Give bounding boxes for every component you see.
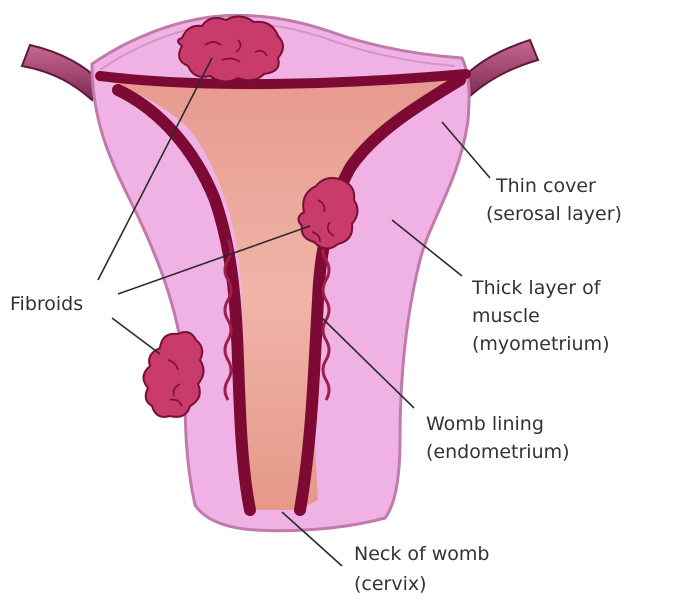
label-serosal-line2: (serosal layer)	[486, 203, 622, 225]
fallopian-tube-left	[22, 45, 100, 100]
label-fibroids: Fibroids	[10, 293, 83, 315]
label-endometrium-line1: Womb lining	[426, 413, 544, 435]
label-cervix-line2: (cervix)	[354, 573, 427, 595]
label-serosal-line1: Thin cover	[495, 175, 596, 197]
label-endometrium-line2: (endometrium)	[426, 441, 570, 463]
fallopian-tube-right	[463, 40, 538, 96]
label-myometrium-line1: Thick layer of	[471, 277, 602, 299]
leader-fibroids-subserosal	[112, 318, 160, 354]
label-cervix-line1: Neck of womb	[354, 543, 489, 565]
label-myometrium-line3: (myometrium)	[472, 333, 610, 355]
fibroid-top	[178, 16, 283, 81]
label-myometrium-line2: muscle	[472, 305, 540, 327]
